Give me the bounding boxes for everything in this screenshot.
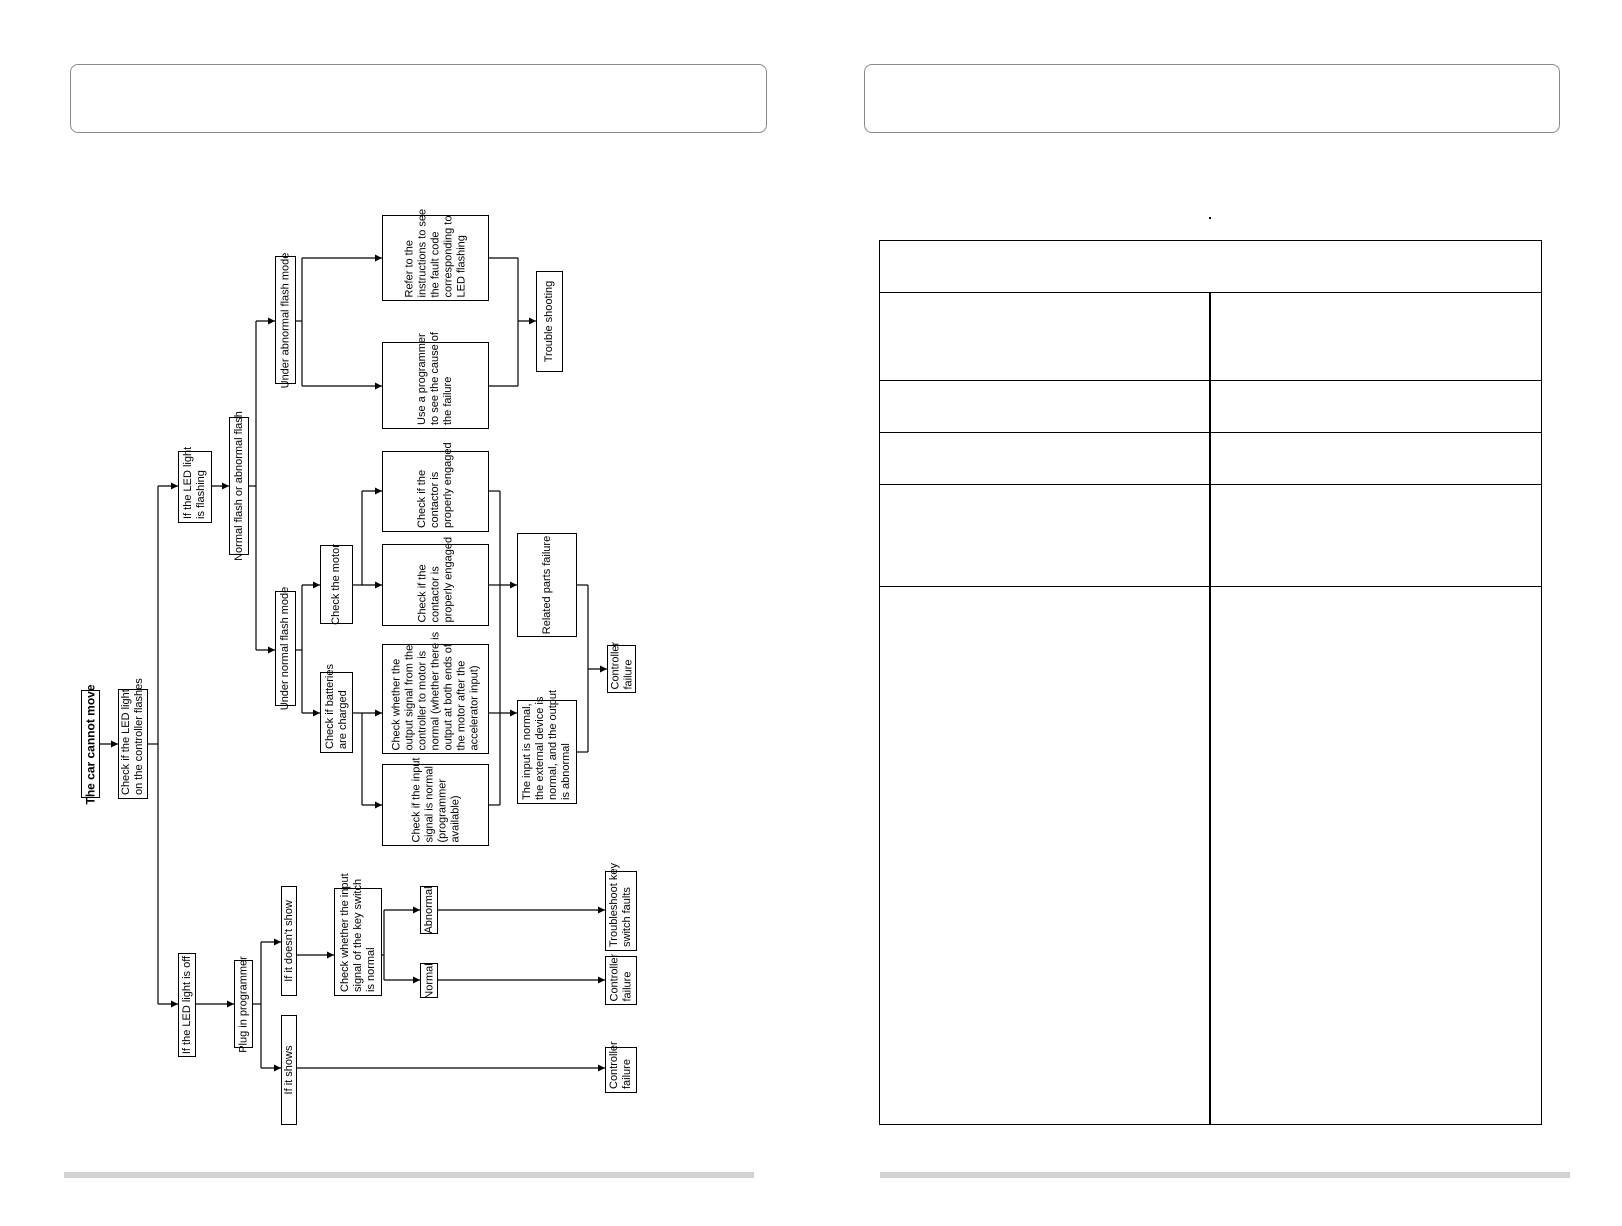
node-refer-instructions-label: Refer to the instructions to see the fau… [403, 208, 467, 297]
node-check-input-signal: Check if the input signal is normal (pro… [382, 757, 489, 846]
node-it-shows: If it shows [281, 1015, 297, 1125]
node-contactor-1: Check if the contactor is properly engag… [382, 442, 489, 532]
node-led-off: If the LED light is off [178, 953, 196, 1057]
node-abnormal-label: Abnormal [422, 886, 435, 934]
node-it-shows-label: If it shows [282, 1045, 295, 1095]
node-normal-label: Normal [422, 962, 435, 999]
node-plug-programmer: Plug in programmer [234, 955, 253, 1053]
table-column-divider [1209, 292, 1211, 1125]
node-check-motor: Check the motor [320, 544, 353, 625]
node-controller-failure-3-label: Controller failure [608, 1041, 633, 1089]
node-input-normal-label: The input is normal, the external device… [521, 689, 572, 800]
node-controller-failure-1: Controller failure [607, 641, 636, 693]
node-contactor-2: Check if the contactor is properly engag… [382, 536, 489, 626]
table-row-divider-3 [880, 484, 1541, 485]
node-troubleshoot-key-switch-label: Troubleshoot key switch faults [608, 863, 633, 947]
node-flash-type-label: Normal flash or abnormal flash [232, 411, 245, 561]
node-check-key-switch-label: Check whether the input signal of the ke… [338, 873, 377, 992]
node-doesnt-show: If it doesn't show [281, 886, 297, 996]
table-row-divider-1 [880, 380, 1541, 381]
node-check-input-signal-label: Check if the input signal is normal (pro… [409, 757, 461, 842]
node-led-flashing-label: If the LED light is flashing [182, 446, 207, 519]
node-check-batteries: Check if batteries are charged [320, 664, 353, 753]
left-header-panel [70, 64, 767, 133]
node-related-parts-failure: Related parts failure [517, 533, 577, 637]
node-controller-failure-2-label: Controller failure [608, 953, 633, 1001]
left-footer-bar [64, 1172, 754, 1178]
node-related-parts-failure-label: Related parts failure [540, 535, 553, 635]
node-controller-failure-3: Controller failure [605, 1041, 637, 1093]
blank-table [879, 240, 1542, 1125]
node-check-led-flash-label: Check if the LED light on the controller… [120, 678, 145, 795]
speck-mark [1209, 217, 1211, 219]
node-normal-flash-mode-label: Under normal flash mode [279, 586, 291, 711]
node-led-off-label: If the LED light is off [180, 955, 193, 1055]
node-controller-failure-2: Controller failure [605, 953, 637, 1005]
node-normal: Normal [420, 963, 438, 998]
node-doesnt-show-label: If it doesn't show [282, 900, 295, 982]
node-abnormal: Abnormal [420, 886, 438, 934]
node-led-flashing: If the LED light is flashing [178, 446, 212, 523]
node-refer-instructions: Refer to the instructions to see the fau… [382, 208, 489, 301]
node-abnormal-flash-mode: Under abnormal flash mode [275, 252, 296, 388]
node-car-cannot-move-label: The car cannot move [83, 683, 97, 805]
node-controller-failure-1-label: Controller failure [608, 641, 634, 689]
node-input-normal: The input is normal, the external device… [517, 689, 577, 804]
node-check-motor-label: Check the motor [330, 544, 342, 625]
node-contactor-1-label: Check if the contactor is properly engag… [416, 442, 454, 528]
node-use-programmer: Use a programmer to see the cause of the… [382, 332, 489, 429]
node-check-key-switch: Check whether the input signal of the ke… [334, 873, 382, 996]
node-trouble-shooting: Trouble shooting [536, 271, 563, 372]
node-check-led-flash: Check if the LED light on the controller… [118, 678, 148, 799]
node-check-output-label: Check whether the output signal from the… [390, 631, 480, 750]
table-row-divider-4 [880, 586, 1541, 587]
node-contactor-2-label: Check if the contactor is properly engag… [416, 536, 454, 622]
right-footer-bar [880, 1172, 1570, 1178]
node-normal-flash-mode: Under normal flash mode [275, 586, 296, 711]
node-trouble-shooting-label: Trouble shooting [543, 280, 555, 363]
right-header-panel [864, 64, 1560, 133]
node-car-cannot-move: The car cannot move [81, 683, 100, 805]
node-use-programmer-label: Use a programmer to see the cause of the… [416, 332, 454, 425]
node-flash-type: Normal flash or abnormal flash [229, 411, 249, 561]
node-plug-programmer-label: Plug in programmer [237, 955, 249, 1053]
table-row-divider-2 [880, 432, 1541, 433]
node-abnormal-flash-mode-label: Under abnormal flash mode [279, 252, 291, 388]
node-troubleshoot-key-switch: Troubleshoot key switch faults [605, 863, 637, 951]
node-check-batteries-label: Check if batteries are charged [323, 664, 349, 749]
node-check-output: Check whether the output signal from the… [382, 631, 489, 754]
